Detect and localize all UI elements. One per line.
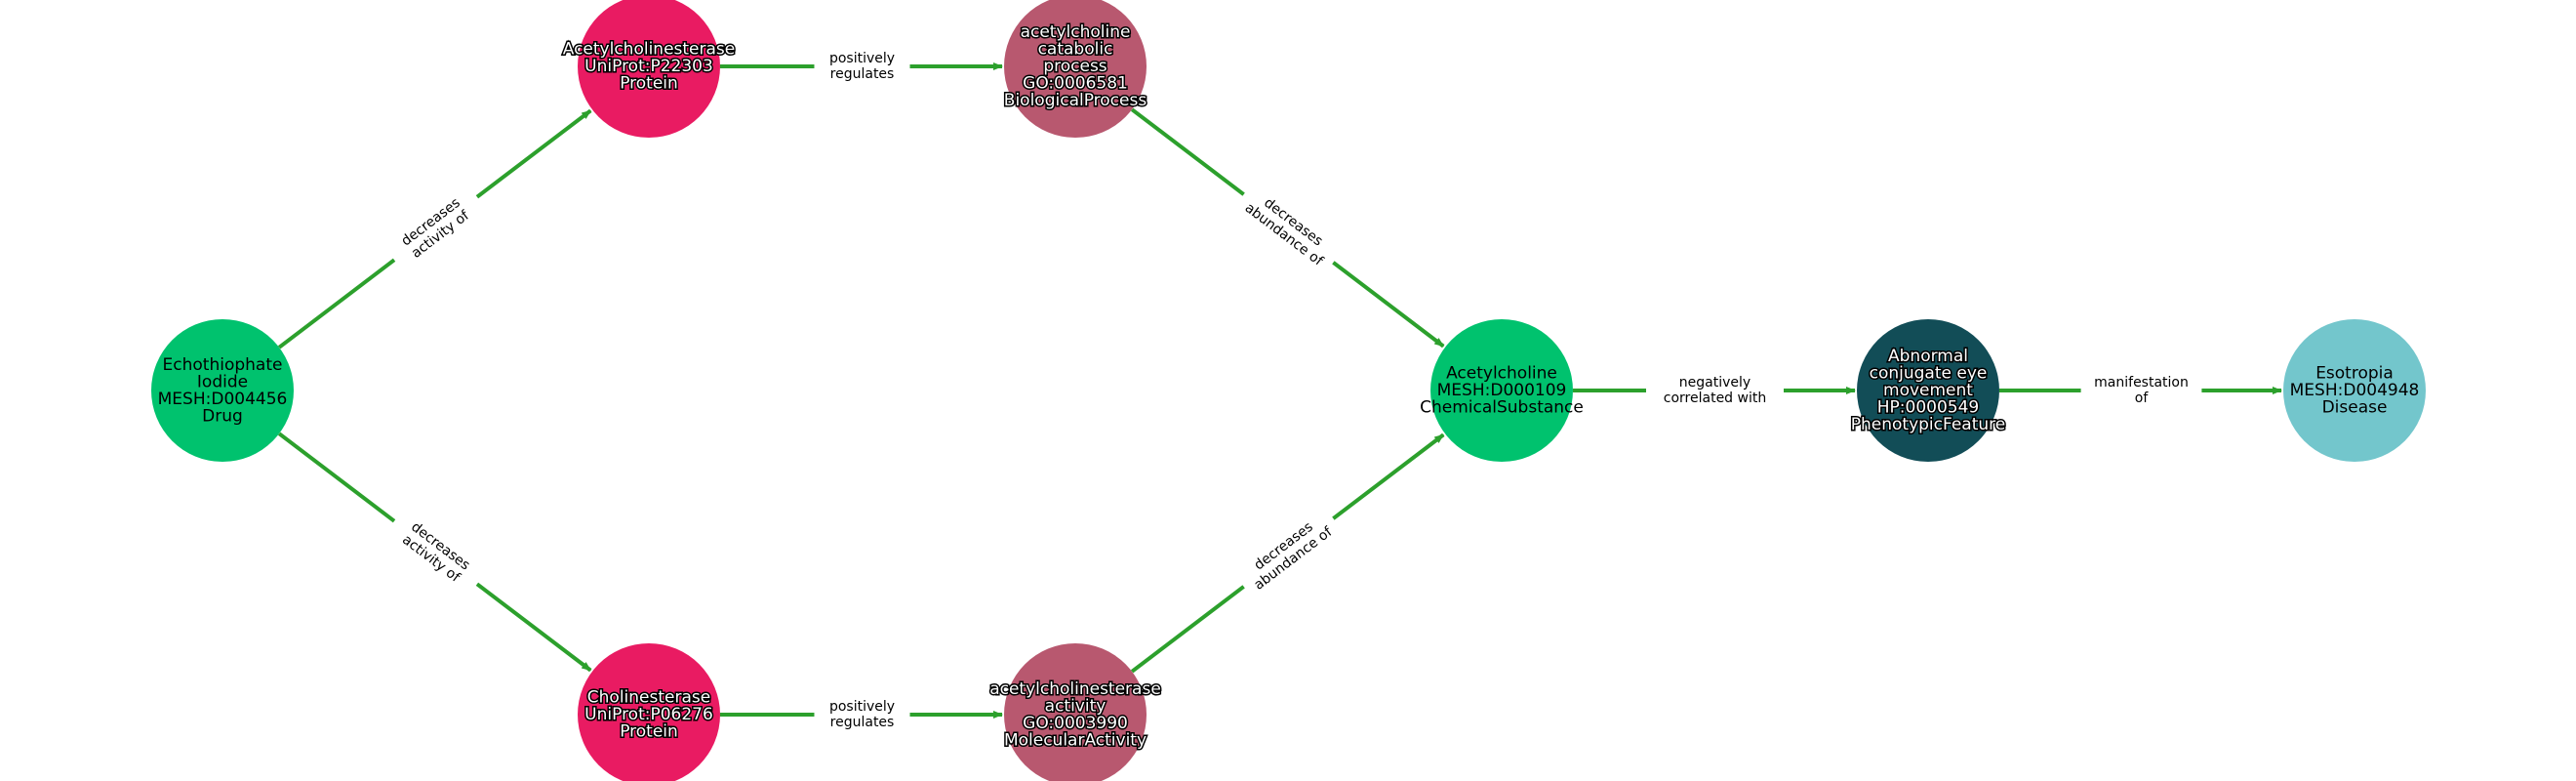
node-label-line: acetylcholinesterase <box>989 679 1161 699</box>
edge-label-background <box>814 696 910 733</box>
node-label-line: activity <box>1045 696 1107 716</box>
edge-label-line: regulates <box>830 66 895 82</box>
node-label-line: ChemicalSubstance <box>1420 398 1584 418</box>
node-activity[interactable]: acetylcholinesteraseactivityGO:0003990Mo… <box>988 643 1162 781</box>
node-label-line: UniProt:P22303 <box>584 57 713 76</box>
edge-label-background <box>1232 180 1345 277</box>
edge-label-line: positively <box>829 51 895 66</box>
node-label-line: GO:0003990 <box>1023 714 1128 733</box>
node-circle[interactable] <box>1004 0 1147 138</box>
node-circle[interactable] <box>578 0 720 138</box>
node-circle[interactable] <box>1430 319 1573 462</box>
node-circle[interactable] <box>1004 643 1147 781</box>
node-label-line: MESH:D000109 <box>1437 381 1567 400</box>
node-circle[interactable] <box>578 643 720 781</box>
edge-label-background <box>1232 504 1345 601</box>
edge-label-line: regulates <box>830 715 895 730</box>
edge-label-line: manifestation <box>2094 375 2189 390</box>
node-label-line: Abnormal <box>1888 347 1968 366</box>
node-label-line: MESH:D004456 <box>158 390 288 409</box>
edge-label-line: negatively <box>1679 375 1751 390</box>
node-label-line: Drug <box>202 406 243 426</box>
edge-label-line: of <box>2135 390 2150 406</box>
node-label-line: Disease <box>2322 398 2388 418</box>
edge-label-background <box>814 48 910 85</box>
edge-label-line: correlated with <box>1664 390 1766 406</box>
node-label-line: movement <box>1883 381 1973 400</box>
edge-label-background <box>382 182 489 275</box>
node-circle[interactable] <box>2283 319 2426 462</box>
node-label-line: catabolic <box>1038 40 1113 60</box>
edge-label-background <box>1646 372 1784 409</box>
node-label-line: HP:0000549 <box>1877 398 1979 418</box>
node-label-line: MolecularActivity <box>1004 730 1147 750</box>
node-label-line: MESH:D004948 <box>2290 381 2420 400</box>
node-circle[interactable] <box>151 319 294 462</box>
node-circle[interactable] <box>1857 319 1999 462</box>
node-label-line: conjugate eye <box>1870 364 1988 384</box>
node-ache[interactable]: AcetylcholinesteraseUniProt:P22303Protei… <box>561 0 737 138</box>
edge-label-line: positively <box>829 699 895 715</box>
edge-label-background <box>2080 372 2202 409</box>
node-label-line: Protein <box>620 722 678 742</box>
node-label-line: Cholinesterase <box>587 688 710 708</box>
node-catabolic[interactable]: acetylcholinecatabolicprocessGO:0006581B… <box>1002 0 1148 138</box>
node-label-line: Echothiophate <box>163 355 283 375</box>
node-label-line: Iodide <box>197 372 248 391</box>
edge-label-background <box>382 506 489 599</box>
node-label-line: GO:0006581 <box>1023 74 1128 94</box>
node-label-line: Esotropia <box>2315 364 2394 384</box>
node-label-line: Acetylcholinesterase <box>563 40 736 60</box>
node-label-line: BiologicalProcess <box>1004 91 1147 110</box>
node-label-line: UniProt:P06276 <box>584 705 713 724</box>
node-label-line: Acetylcholine <box>1446 364 1557 384</box>
node-acetylcholine[interactable]: AcetylcholineMESH:D000109ChemicalSubstan… <box>1420 319 1584 462</box>
node-label-line: PhenotypicFeature <box>1851 415 2006 434</box>
node-label-line: process <box>1043 57 1107 76</box>
node-label-line: Protein <box>620 74 678 94</box>
node-label-line: acetylcholine <box>1021 22 1131 42</box>
